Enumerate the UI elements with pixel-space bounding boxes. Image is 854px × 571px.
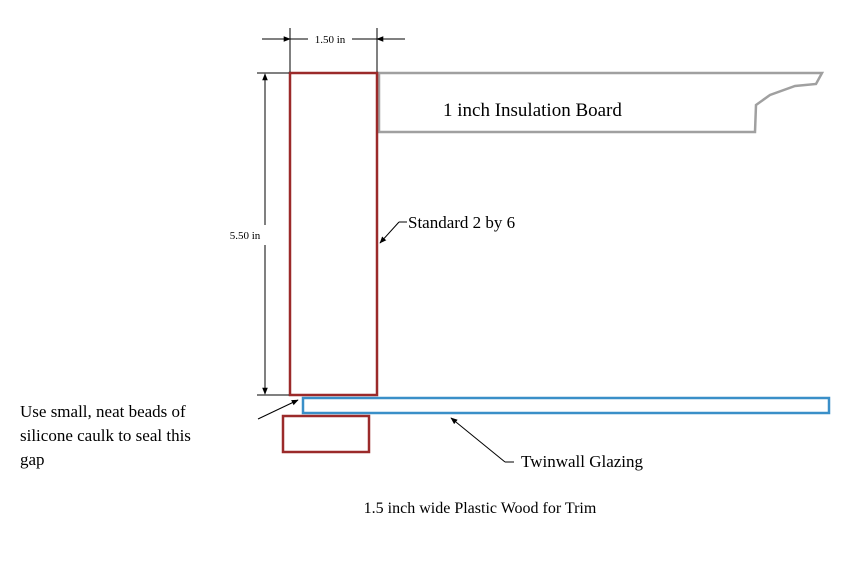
plastic-wood-trim — [281, 414, 371, 454]
caulk-note-line-2: silicone caulk to seal this — [20, 426, 191, 445]
twinwall-glazing — [301, 396, 831, 415]
trim-caption: 1.5 inch wide Plastic Wood for Trim — [364, 500, 597, 517]
caulk-note-line-1: Use small, neat beads of — [20, 402, 186, 421]
insulation-board — [377, 71, 825, 134]
width-dimension-label: 1.50 in — [315, 34, 346, 46]
stud-label: Standard 2 by 6 — [408, 213, 515, 232]
stud-leader — [379, 221, 407, 244]
height-dimension: 5.50 in — [230, 72, 289, 396]
stud-2x6 — [288, 71, 379, 397]
insulation-label: 1 inch Insulation Board — [443, 100, 622, 121]
height-dimension-label: 5.50 in — [230, 230, 261, 242]
glazing-leader — [450, 417, 514, 463]
glazing-label: Twinwall Glazing — [521, 452, 644, 471]
caulk-note-line-3: gap — [20, 450, 45, 469]
caulk-leader — [257, 399, 299, 420]
width-dimension: 1.50 in — [262, 28, 405, 72]
